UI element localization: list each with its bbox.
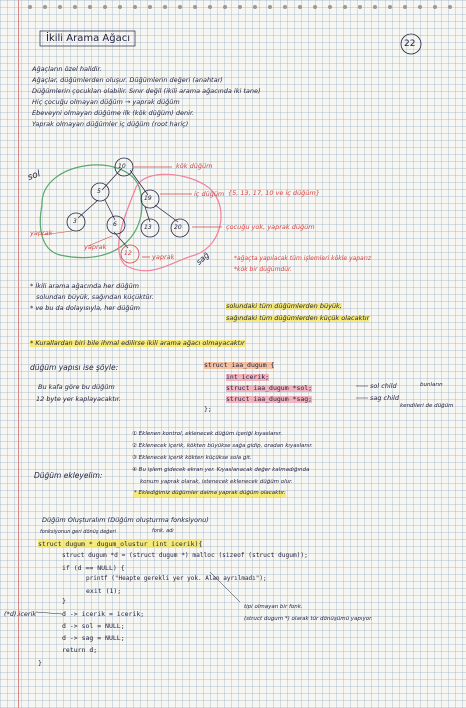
create-code-11: } bbox=[38, 659, 42, 667]
create-code-3: if (d == NULL) { bbox=[62, 564, 125, 572]
node-6 bbox=[106, 215, 126, 235]
struct-note-2: 12 byte yer kaplayacaktır. bbox=[36, 395, 121, 403]
create-name-note: fonk. adı bbox=[152, 528, 174, 534]
node-10-label: 10 bbox=[118, 163, 126, 170]
node-20 bbox=[170, 218, 190, 238]
create-code-2: struct dugum *d = (struct dugum *) mallo… bbox=[62, 552, 308, 559]
bullet-6: Yaprak olmayan düğümler iç düğüm (root h… bbox=[32, 120, 189, 128]
insert-step-6: * Eklediğimiz düğümler daima yaprak düğü… bbox=[134, 490, 286, 497]
node-12 bbox=[120, 244, 140, 264]
left-subtree-outline bbox=[39, 164, 143, 259]
struct-code-1: struct iaa_dugum { bbox=[204, 361, 275, 369]
bullet-4: Hiç çocuğu olmayan düğüm → yaprak düğüm bbox=[32, 98, 180, 106]
node-13 bbox=[140, 218, 160, 238]
create-side-label: (*d).icerik bbox=[4, 610, 37, 618]
create-code-1-text: struct dugum * dugum_olustur (int icerik… bbox=[38, 540, 203, 548]
bullet-1: Ağaçların özel halidir. bbox=[32, 65, 102, 73]
node-10 bbox=[114, 157, 134, 177]
create-code-1: struct dugum * dugum_olustur (int icerik… bbox=[38, 540, 203, 548]
node-13-label: 13 bbox=[144, 224, 152, 231]
spiral-binding bbox=[28, 5, 452, 9]
insert-step-3: ③ Eklenecek içerik kökten küçükse sola g… bbox=[132, 455, 252, 461]
bullet-3: Düğümlerin çocukları olabilir. Sınır değ… bbox=[32, 87, 261, 95]
create-code-6: } bbox=[62, 597, 66, 605]
rule-1: * İkili arama ağacında her düğüm bbox=[30, 282, 139, 290]
rule-4: solundaki tüm düğümlerden büyük, bbox=[226, 302, 342, 310]
margin-line bbox=[18, 0, 19, 708]
node-5 bbox=[90, 182, 110, 202]
struct-sag-child: sag child bbox=[370, 394, 399, 402]
node-3-label: 3 bbox=[73, 218, 77, 225]
node-3 bbox=[66, 212, 86, 232]
struct-sol-child: sol child bbox=[370, 382, 397, 390]
insert-step-4: ④ Bu işlem gidecek ekran yer. Kıyaslanac… bbox=[132, 467, 310, 473]
struct-code-4: struct iaa_dugum *sag; bbox=[226, 395, 313, 403]
rule-2: solundan büyük, sağından küçüktür. bbox=[36, 293, 154, 301]
create-code-10: return d; bbox=[62, 646, 98, 654]
struct-note-1: Bu kafa göre bu düğüm bbox=[38, 383, 115, 391]
create-cast-note-1: tipi olmayan bir fonk. bbox=[244, 604, 303, 610]
create-code-5: exit (1); bbox=[86, 587, 122, 595]
create-code-9: d -> sag = NULL; bbox=[62, 634, 125, 642]
insert-step-5: konum yaprak olarak, istenecek eklenecek… bbox=[140, 479, 293, 485]
node-5-label: 5 bbox=[97, 188, 101, 195]
create-code-4: printf ("Heapte gerekli yer yok. Alan ay… bbox=[86, 575, 267, 582]
root-label: kök düğüm bbox=[176, 162, 213, 170]
create-cast-note-2: (struct dugum *) olarak tür dönüşümü yap… bbox=[244, 616, 373, 622]
page-title: İkili Arama Ağacı bbox=[46, 33, 130, 44]
insert-step-2: ② Eklenecek içerik, kökten büyükse sağa … bbox=[132, 443, 313, 449]
rule-3: * ve bu da dolayısıyla, her düğüm bbox=[30, 304, 140, 312]
leaf-label-1: yaprak bbox=[30, 229, 53, 237]
insert-heading: Düğüm ekleyelim: bbox=[34, 471, 103, 480]
node-19 bbox=[140, 189, 160, 209]
create-code-8: d -> sol = NULL; bbox=[62, 622, 125, 630]
create-heading: Düğüm Oluşturalım (Düğüm oluşturma fonks… bbox=[42, 516, 209, 524]
struct-note-far-2: kendileri de düğüm bbox=[400, 403, 454, 409]
struct-heading: düğüm yapısı ise şöyle: bbox=[30, 363, 119, 372]
bullet-5: Ebeveyni olmayan düğüme ilk (kök düğüm) … bbox=[32, 109, 195, 117]
node-20-label: 20 bbox=[174, 224, 182, 231]
no-child-label: çocuğu yok, yaprak düğüm bbox=[226, 223, 315, 231]
right-subtree-outline bbox=[118, 173, 222, 272]
node-12-label: 12 bbox=[124, 250, 132, 257]
rule-5: sağındaki tüm düğümlerden küçük olacaktı… bbox=[226, 314, 370, 322]
create-return-note: fonksiyonun geri dönüş değeri bbox=[40, 529, 116, 535]
node-6-label: 6 bbox=[113, 221, 117, 228]
rule-6: * Kurallardan biri bile ihmal edilirse i… bbox=[30, 339, 245, 347]
struct-note-far-1: bunların bbox=[420, 382, 443, 388]
node-19-label: 19 bbox=[144, 195, 152, 202]
page-number: 22 bbox=[404, 39, 416, 49]
inner-set: {5, 13, 17, 10 ve iç düğüm} bbox=[228, 189, 320, 197]
struct-code-3: struct iaa_dugum *sol; bbox=[226, 384, 313, 392]
leaf-label-2: yaprak bbox=[84, 243, 107, 251]
leaf-label-3: yaprak bbox=[152, 253, 175, 261]
inner-label: iç düğüm bbox=[194, 190, 225, 198]
create-code-7: d -> icerik = icerik; bbox=[62, 610, 145, 618]
struct-code-5: }; bbox=[204, 405, 212, 413]
tree-note-1: *ağaçta yapılacak tüm işlemleri kökle ya… bbox=[234, 255, 371, 262]
struct-code-2: int icerik; bbox=[226, 373, 270, 381]
bullet-2: Ağaçlar, düğümlerden oluşur. Düğümlerin … bbox=[32, 76, 223, 84]
insert-step-1: ① Eklenen kontrol, eklenecek düğüm içeri… bbox=[132, 431, 283, 437]
tree-note-2: *kök bir düğümdür. bbox=[234, 266, 292, 273]
